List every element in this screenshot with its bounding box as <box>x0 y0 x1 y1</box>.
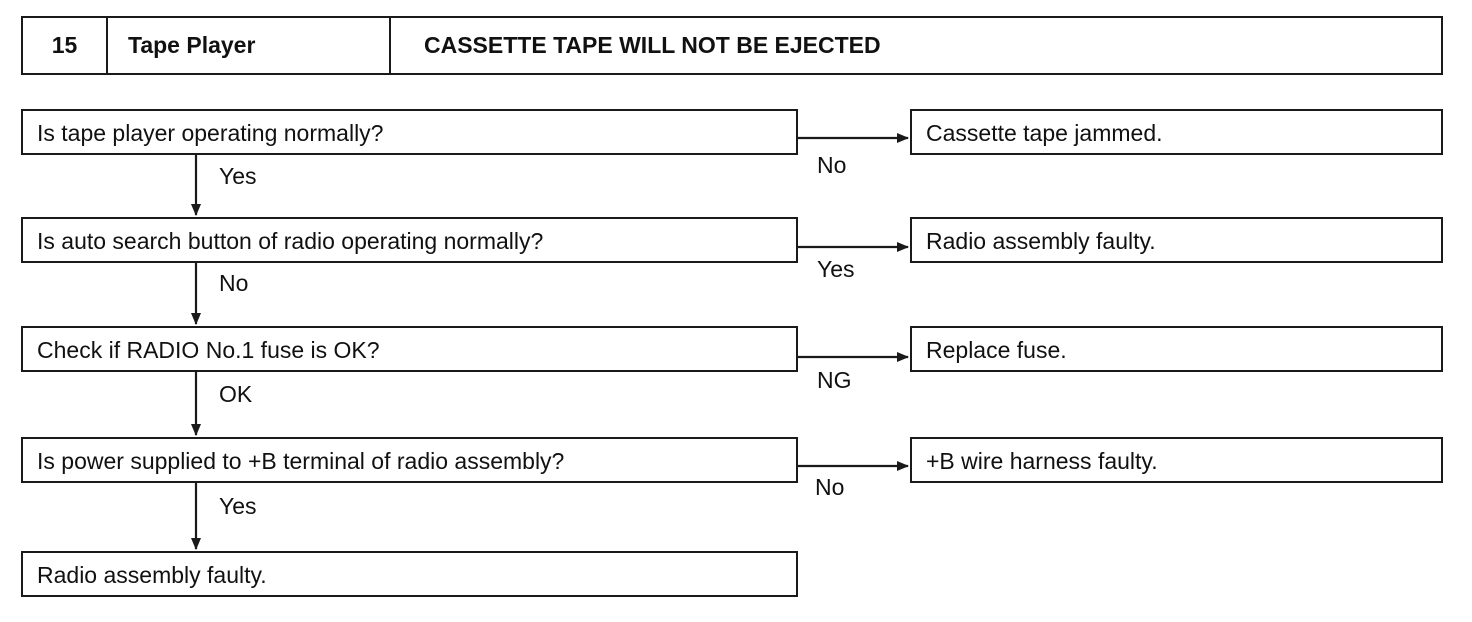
question-box-3: Check if RADIO No.1 fuse is OK? <box>21 326 798 372</box>
side-label-3: NG <box>817 367 852 393</box>
result-box-1: Cassette tape jammed. <box>910 109 1443 155</box>
final-result-box: Radio assembly faulty. <box>21 551 798 597</box>
question-box-1: Is tape player operating normally? <box>21 109 798 155</box>
header-number: 15 <box>23 18 108 73</box>
down-label-4: Yes <box>219 493 257 519</box>
down-label-1: Yes <box>219 163 257 189</box>
result-box-3: Replace fuse. <box>910 326 1443 372</box>
question-box-2: Is auto search button of radio operating… <box>21 217 798 263</box>
header-table: 15 Tape Player CASSETTE TAPE WILL NOT BE… <box>21 16 1443 75</box>
result-box-4: +B wire harness faulty. <box>910 437 1443 483</box>
side-label-4: No <box>815 474 845 500</box>
question-box-4: Is power supplied to +B terminal of radi… <box>21 437 798 483</box>
down-label-3: OK <box>219 381 253 407</box>
side-label-2: Yes <box>817 256 855 282</box>
header-system: Tape Player <box>108 18 391 73</box>
side-label-1: No <box>817 152 847 178</box>
down-label-2: No <box>219 270 249 296</box>
header-title: CASSETTE TAPE WILL NOT BE EJECTED <box>424 32 881 58</box>
result-box-2: Radio assembly faulty. <box>910 217 1443 263</box>
